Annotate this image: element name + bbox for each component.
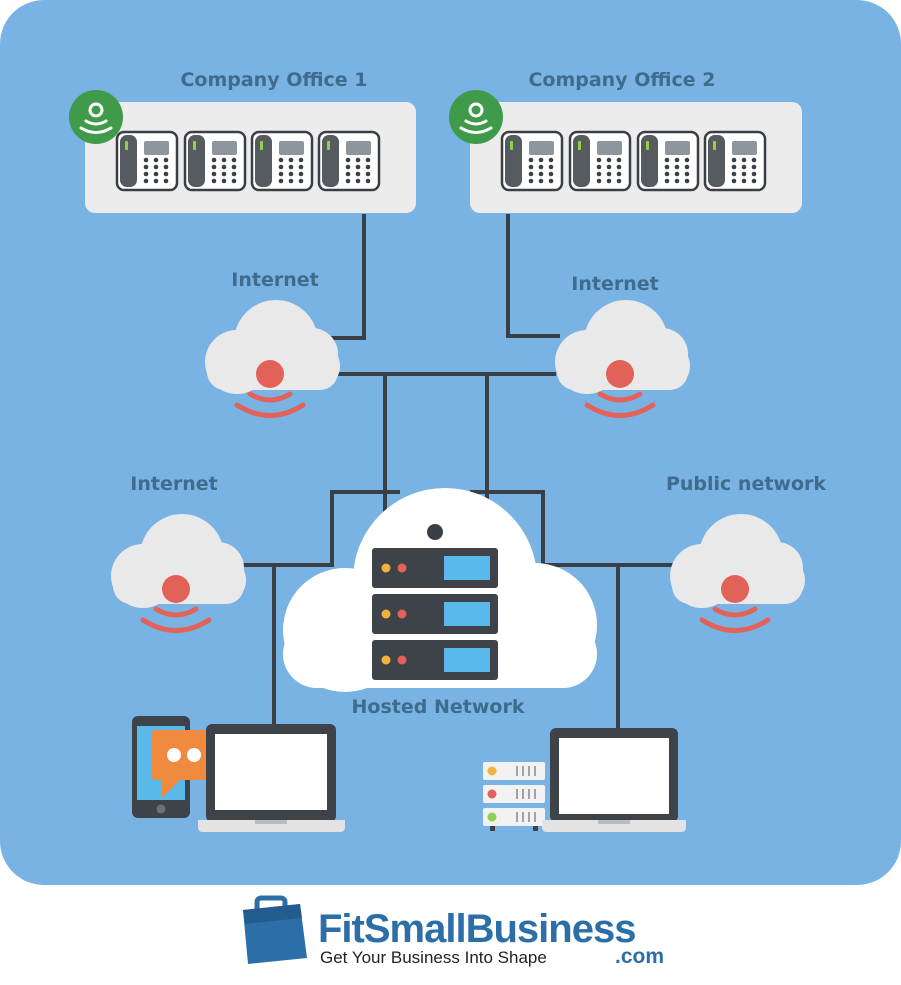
briefcase-logo-icon [243, 895, 307, 964]
public-network-label: Public network [666, 473, 826, 495]
internet-label-top-right: Internet [571, 273, 658, 295]
desk-phone-icon [115, 130, 179, 192]
voip-signal-icon [447, 88, 505, 146]
office-1-label: Company Office 1 [180, 69, 367, 91]
public-network-cloud: Public network [666, 473, 826, 631]
company-office-2: Company Office 2 [447, 69, 802, 213]
diagram-background [0, 0, 901, 885]
brand-logo: FitSmallBusiness .com Get Your Business … [243, 895, 664, 968]
hosted-network: Hosted Network [283, 488, 597, 718]
desk-phone-icon [500, 130, 564, 192]
right-devices [482, 728, 686, 832]
laptop-icon [542, 728, 686, 832]
brand-name: FitSmallBusiness [318, 907, 635, 951]
internet-cloud-top-left: Internet [205, 269, 340, 416]
company-office-1: Company Office 1 [67, 69, 416, 213]
internet-label-top-left: Internet [231, 269, 318, 291]
brand-domain: .com [615, 945, 664, 968]
server-stack-icon [482, 761, 546, 831]
internet-cloud-top-right: Internet [555, 273, 690, 416]
desk-phone-icon [183, 130, 247, 192]
server-rack-icon [372, 524, 498, 680]
office-2-label: Company Office 2 [528, 69, 715, 91]
desk-phone-icon [703, 130, 767, 192]
desk-phone-icon [568, 130, 632, 192]
hosted-network-label: Hosted Network [352, 696, 525, 718]
laptop-icon [198, 724, 345, 832]
desk-phone-icon [250, 130, 314, 192]
internet-cloud-mid-left: Internet [111, 473, 246, 631]
desk-phone-icon [317, 130, 381, 192]
brand-tagline: Get Your Business Into Shape [320, 948, 547, 967]
left-devices [132, 716, 345, 832]
voip-signal-icon [67, 88, 125, 146]
internet-label-mid-left: Internet [130, 473, 217, 495]
desk-phone-icon [636, 130, 700, 192]
